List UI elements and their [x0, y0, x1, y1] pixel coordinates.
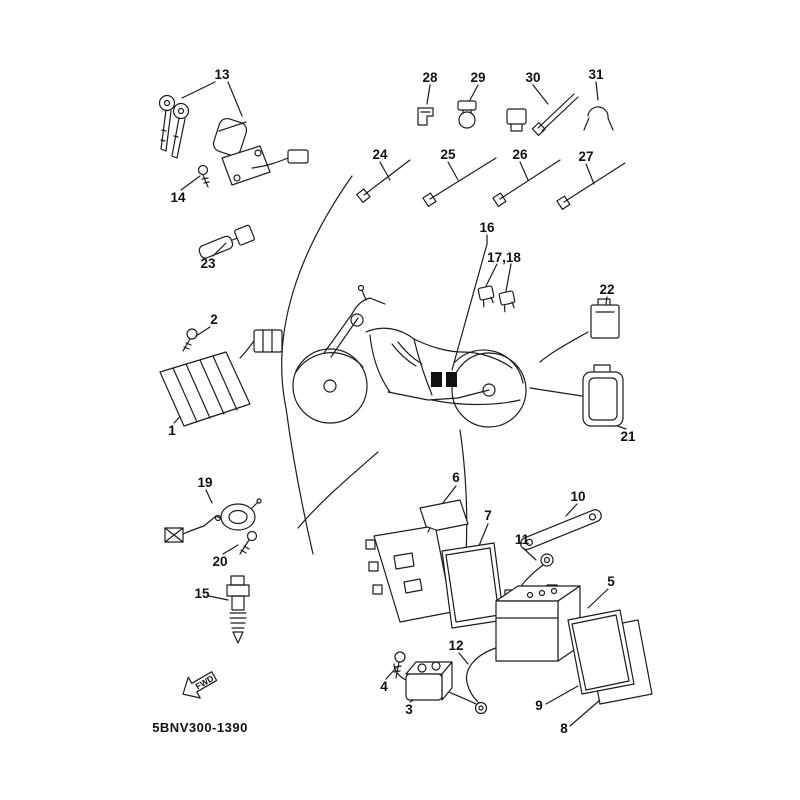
starter-relay-3-drawing [393, 661, 453, 701]
bolt-2-drawing [182, 328, 198, 352]
callout-31: 31 [588, 67, 604, 82]
harness-curves [281, 175, 468, 555]
relaybox-on-bike [446, 372, 457, 387]
sensor-15-drawing [226, 575, 250, 644]
callout-16: 16 [479, 220, 495, 235]
cable-tie-25-drawing [422, 157, 497, 207]
plate-7-drawing [441, 542, 505, 629]
callout-27: 27 [578, 149, 593, 164]
fusebox-on-bike [431, 372, 442, 387]
callout-29: 29 [470, 70, 485, 85]
cable-tie-24-drawing [356, 159, 411, 204]
horn-19-drawing [164, 498, 262, 543]
fuse-18-drawing [498, 290, 516, 313]
callout-19: 19 [197, 475, 212, 490]
callout-5: 5 [607, 574, 615, 589]
callout-15: 15 [194, 586, 210, 601]
plate-9-drawing [567, 609, 635, 695]
callout-28: 28 [422, 70, 438, 85]
callout-30: 30 [525, 70, 540, 85]
wire-clip-31-drawing [583, 106, 614, 131]
callout-3: 3 [405, 702, 413, 717]
callout-26: 26 [512, 147, 528, 162]
callout-10: 10 [570, 489, 585, 504]
relay-21-drawing [582, 364, 624, 427]
callout-8: 8 [560, 721, 568, 736]
band-30-drawing [531, 93, 579, 136]
holder-30a-drawing [506, 108, 527, 132]
relay-22-drawing [590, 298, 620, 339]
callout-4: 4 [380, 679, 388, 694]
bolt-14-drawing [197, 164, 210, 188]
sensor-23-drawing [198, 224, 255, 259]
cable-tie-27-drawing [556, 162, 626, 210]
bolt-4-drawing [393, 651, 406, 679]
callout-1: 1 [168, 423, 176, 438]
callout-7: 7 [484, 508, 492, 523]
callout-6: 6 [452, 470, 460, 485]
callout-11: 11 [515, 532, 530, 547]
callout-14: 14 [170, 190, 186, 205]
fwd-arrow: FWD [182, 671, 218, 699]
clamp-29-drawing [457, 100, 477, 129]
ignition-key-set-drawing [158, 94, 190, 159]
callout-17-18: 17,18 [487, 250, 521, 265]
callout-22: 22 [599, 282, 614, 297]
clip-28-drawing [417, 107, 434, 126]
band-10-drawing [520, 509, 602, 551]
motorcycle-drawing [292, 284, 527, 428]
battery-drawing [495, 584, 581, 662]
callouts: 13 14 23 2 1 28 29 30 31 24 25 26 27 16 … [168, 67, 636, 736]
rectifier-connector-drawing [239, 329, 283, 359]
rectifier-drawing [159, 351, 251, 427]
callout-20: 20 [212, 554, 227, 569]
leader-lines [173, 81, 627, 727]
fuse-17-drawing [477, 285, 495, 308]
callout-23: 23 [200, 256, 216, 271]
callout-13: 13 [214, 67, 230, 82]
callout-12: 12 [448, 638, 463, 653]
bolt-20-drawing [239, 530, 258, 555]
ignition-switch-drawing [212, 117, 309, 186]
callout-24: 24 [372, 147, 388, 162]
diagram-part-code: 5BNV300-1390 [152, 720, 248, 735]
callout-21: 21 [620, 429, 636, 444]
callout-25: 25 [440, 147, 456, 162]
callout-2: 2 [210, 312, 218, 327]
callout-9: 9 [535, 698, 543, 713]
cable-tie-26-drawing [492, 159, 561, 207]
